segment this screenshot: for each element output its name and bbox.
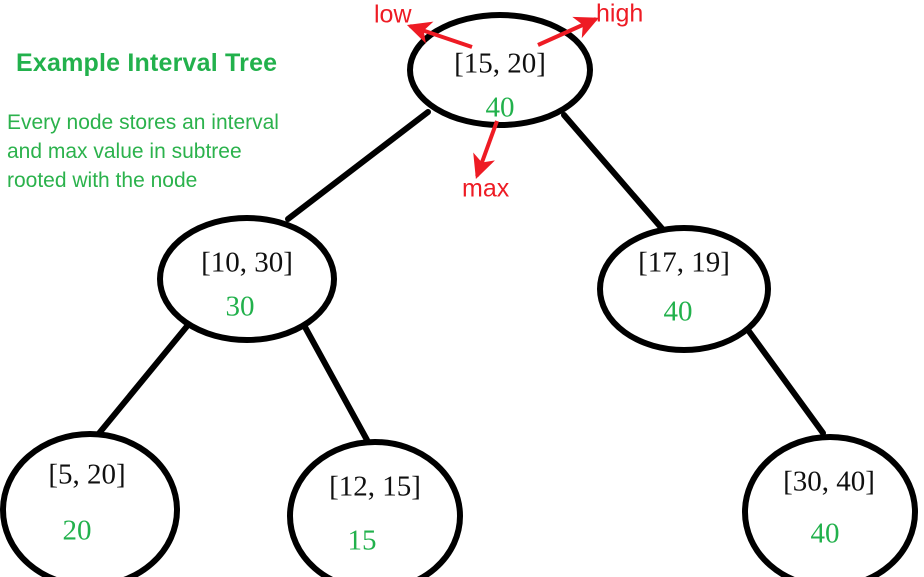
node-ellipse-right-child [597,225,771,353]
node-max-root: 40 [486,92,515,124]
node-max-leaf-12-15: 15 [348,525,377,557]
edge-root-to-right-child [561,112,668,235]
tree-node-leaf-30-40[interactable]: [30, 40] 40 [742,434,918,577]
description-line-1: Every node stores an interval [7,111,279,134]
node-max-right-child: 40 [664,296,693,328]
node-max-leaf-30-40: 40 [811,518,840,550]
node-ellipse-leaf-12-15 [287,439,463,577]
node-interval-right-child: [17, 19] [638,247,730,279]
max-arrow-icon [473,120,499,180]
edge-left-child-to-leaf-12-15 [302,324,370,443]
node-ellipse-left-child [157,215,337,343]
tree-node-root[interactable]: [15, 20] 40 [407,12,593,128]
edge-left-child-to-leaf-5-20 [93,322,191,440]
tree-edges [93,109,826,443]
description-text: Every node stores an interval and max va… [7,108,357,195]
node-ellipse-leaf-30-40 [742,434,918,577]
annotation-label-high: high [596,0,643,28]
page-title: Example Interval Tree [16,49,278,77]
annotation-low: low [374,1,473,49]
description-line-2: and max value in subtree [7,140,242,163]
tree-node-leaf-5-20[interactable]: [5, 20] 20 [0,431,180,577]
annotation-high: high [537,0,643,47]
annotation-label-low: low [374,1,412,29]
edge-root-to-left-child [285,109,431,222]
tree-node-left-child[interactable]: [10, 30] 30 [157,215,337,343]
node-interval-leaf-30-40: [30, 40] [783,466,875,498]
node-max-leaf-5-20: 20 [63,515,92,547]
node-max-left-child: 30 [226,291,255,323]
high-arrow-icon [537,16,599,47]
annotation-label-max: max [462,175,510,203]
description-line-3: rooted with the node [7,169,198,192]
node-interval-left-child: [10, 30] [201,247,293,279]
node-interval-leaf-5-20: [5, 20] [48,459,125,491]
tree-node-leaf-12-15[interactable]: [12, 15] 15 [287,439,463,577]
edge-right-child-to-leaf-30-40 [745,327,826,436]
node-ellipse-leaf-5-20 [0,431,180,577]
annotation-max: max [462,120,510,203]
node-interval-root: [15, 20] [454,48,546,80]
tree-node-right-child[interactable]: [17, 19] 40 [597,225,771,353]
node-interval-leaf-12-15: [12, 15] [329,471,421,503]
low-arrow-icon [406,21,473,49]
